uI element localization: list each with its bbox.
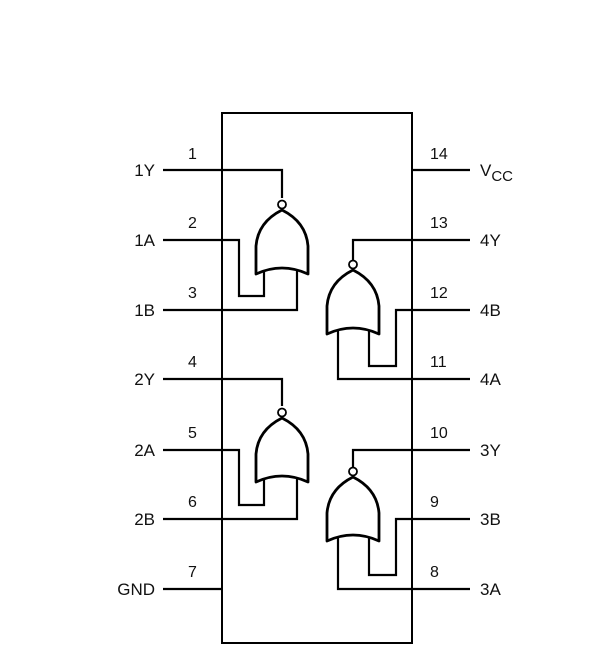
pin-12-number: 12 xyxy=(430,285,448,302)
pin-1-label: 1Y xyxy=(134,161,155,180)
pin-2-label: 1A xyxy=(134,231,155,250)
nor-gate-4 xyxy=(325,259,381,336)
nor-gate-1 xyxy=(254,199,310,276)
pin-8-label: 3A xyxy=(480,580,501,599)
pin-7: 7 GND xyxy=(117,564,222,599)
pin-4-label: 2Y xyxy=(134,370,155,389)
pin-10-number: 10 xyxy=(430,425,448,442)
pin-5-label: 2A xyxy=(134,441,155,460)
pin-14-label: VCC xyxy=(480,161,513,185)
internal-wiring xyxy=(222,168,412,591)
pin-11-label: 4A xyxy=(480,370,501,389)
pin-13-number: 13 xyxy=(430,215,448,232)
pin-6-number: 6 xyxy=(188,494,197,511)
nor-gate-2 xyxy=(254,407,310,484)
pin-8: 8 3A xyxy=(412,564,501,599)
pin-9-label: 3B xyxy=(480,510,501,529)
pin-7-number: 7 xyxy=(188,564,197,581)
pin-11-number: 11 xyxy=(430,354,447,371)
pin-14: 14 VCC xyxy=(412,146,513,185)
pin-12: 12 4B xyxy=(412,285,501,320)
pin-2: 2 1A xyxy=(134,215,222,250)
pin-4: 4 2Y xyxy=(134,354,222,389)
pin-4-number: 4 xyxy=(188,354,197,371)
pin-10: 10 3Y xyxy=(412,425,501,460)
pin-13: 13 4Y xyxy=(412,215,501,250)
pin-12-label: 4B xyxy=(480,301,501,320)
pin-1: 1 1Y xyxy=(134,146,222,180)
pin-7-label: GND xyxy=(117,580,155,599)
pin-14-number: 14 xyxy=(430,146,448,163)
pin-6: 6 2B xyxy=(134,494,222,529)
pin-10-label: 3Y xyxy=(480,441,501,460)
pin-9: 9 3B xyxy=(412,494,501,529)
pin-6-label: 2B xyxy=(134,510,155,529)
pin-3-label: 1B xyxy=(134,301,155,320)
nor-gate-3 xyxy=(325,466,381,543)
pin-9-number: 9 xyxy=(430,494,439,511)
pin-5: 5 2A xyxy=(134,425,222,460)
pin-2-number: 2 xyxy=(188,215,197,232)
pin-13-label: 4Y xyxy=(480,231,501,250)
pin-3: 3 1B xyxy=(134,285,222,320)
pin-1-number: 1 xyxy=(188,146,197,163)
pin-8-number: 8 xyxy=(430,564,439,581)
pin-3-number: 3 xyxy=(188,285,197,302)
pin-14-label-sub: CC xyxy=(491,168,513,185)
pin-5-number: 5 xyxy=(188,425,197,442)
pin-14-label-main: V xyxy=(480,161,492,180)
pin-11: 11 4A xyxy=(412,354,501,389)
